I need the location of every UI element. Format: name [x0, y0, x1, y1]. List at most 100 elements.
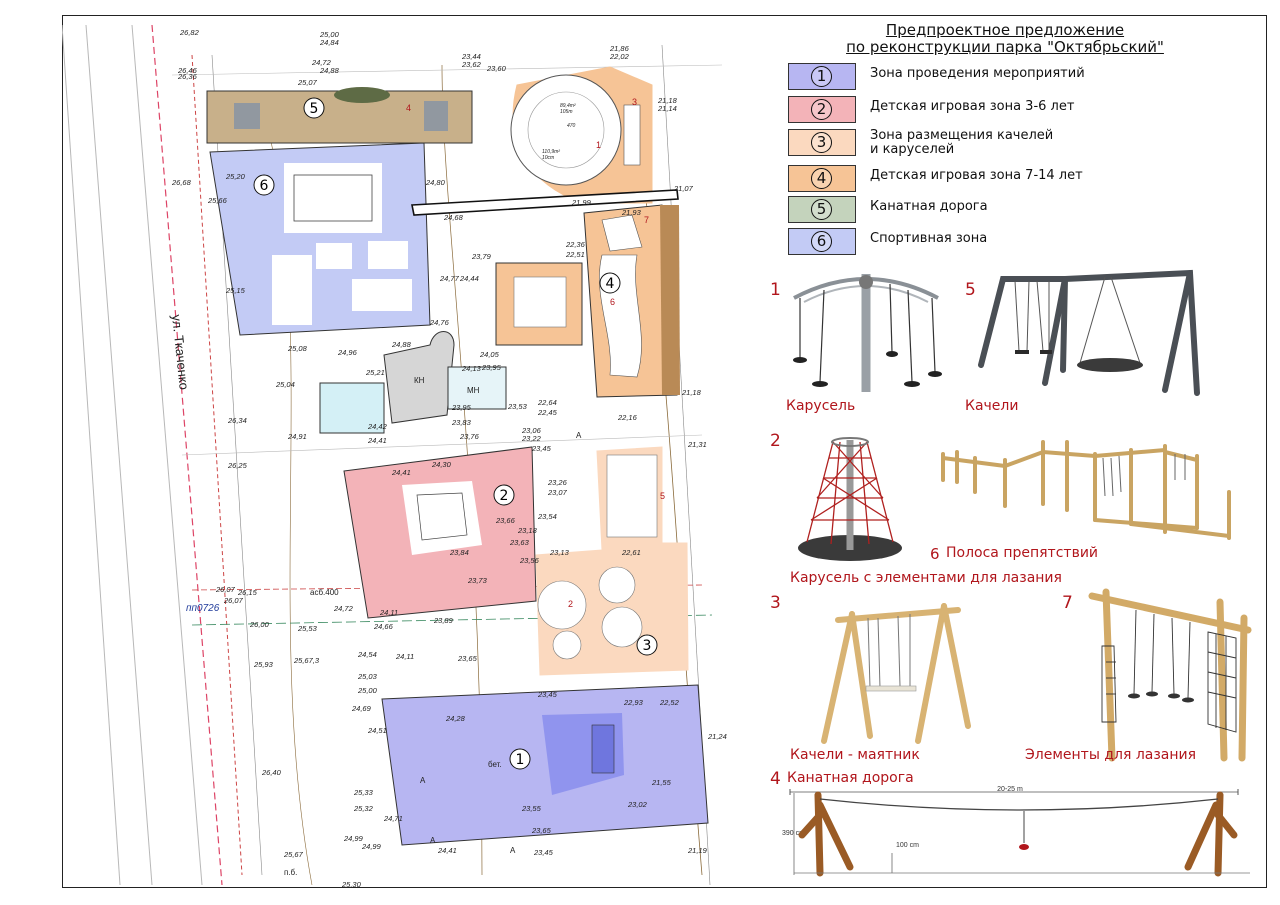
plan-zone-number-4: 4 [606, 276, 615, 292]
legend-item-1: 1 Зона проведения мероприятий [788, 63, 1208, 91]
zipline-illustration: 20-25 m 390 cm 100 cm [782, 786, 1250, 877]
equipment-caption-obstacle-course: Полоса препятствий [946, 545, 1099, 561]
elevation-label: 23,07 [547, 488, 568, 497]
elevation-label: 24,96 [337, 348, 358, 357]
legend-number-4: 4 [811, 168, 832, 189]
elevation-label: 22,93 [623, 698, 644, 707]
elevation-label: 24,30 [431, 460, 452, 469]
legend-item-6: 6 Спортивная зона [788, 228, 1208, 256]
climbing-carousel-illustration [798, 437, 902, 561]
elevation-label: 21,18 [657, 96, 678, 105]
plan-zone-number-3: 3 [643, 638, 652, 654]
elevation-label: 24,11 [395, 652, 414, 661]
legend-item-5: 5 Канатная дорога [788, 196, 1208, 224]
elevation-label: 25,08 [287, 344, 308, 353]
elevation-label: 23,13 [549, 548, 570, 557]
legend-label-4: Детская игровая зона 7-14 лет [870, 168, 1083, 183]
obstacle-course-illustration [941, 440, 1231, 540]
zone-4-round-area [510, 66, 653, 204]
mark-a-4: A [510, 846, 516, 855]
legend-label-1: Зона проведения мероприятий [870, 66, 1085, 81]
elevation-label: 24,72 [333, 604, 354, 613]
elevation-label: 25,00 [357, 686, 378, 695]
elevation-label: 21,24 [707, 732, 727, 741]
elevation-label: 23,65 [531, 826, 552, 835]
equipment-caption-swing: Качели [965, 398, 1019, 414]
elevation-label: 23,22 [521, 434, 542, 443]
elevation-label: 26,36 [177, 72, 198, 81]
elevation-label: 25,67,3 [293, 656, 320, 665]
legend-number-3: 3 [811, 132, 832, 153]
legend-number-1: 1 [811, 66, 832, 87]
building-label-kn-1: КН [414, 376, 425, 385]
zone-5-zipline [206, 87, 473, 144]
plan-zone-number-2: 2 [500, 488, 509, 504]
elevation-label: 23,02 [627, 800, 648, 809]
elevation-label: 25,20 [225, 172, 246, 181]
plan-zone-number-6: 6 [260, 178, 269, 194]
elevation-label: 25,15 [225, 286, 246, 295]
elevation-label: 25,07 [297, 78, 318, 87]
legend-label-5: Канатная дорога [870, 199, 988, 214]
legend-number-2: 2 [811, 99, 832, 120]
mark-a-3: A [430, 836, 436, 845]
equipment-caption-climbing-elements: Элементы для лазания [1025, 747, 1197, 763]
elevation-label: 24,72 [311, 58, 332, 67]
elevation-label: 21,18 [681, 388, 702, 397]
elevation-label: 23,95 [481, 363, 502, 372]
elevation-label: 23,06 [521, 426, 542, 435]
elevation-label: 24,41 [437, 846, 457, 855]
elevation-label: 24,28 [445, 714, 466, 723]
legend-swatch-zone-1: 1 [788, 63, 856, 90]
elevation-label: 26,15 [237, 588, 258, 597]
legend-label-6: Спортивная зона [870, 231, 988, 246]
elevation-label: 23,56 [519, 556, 540, 565]
title-line-2: по реконструкции парка "Октябрьский" [846, 38, 1164, 56]
elevation-label: 21,19 [687, 846, 708, 855]
elevation-label: 26,82 [179, 28, 200, 37]
elevation-label: 24,84 [319, 38, 339, 47]
zone-3-swings [535, 446, 689, 676]
elevation-label: 25,53 [297, 624, 318, 633]
elevation-label: 23,54 [537, 512, 557, 521]
elevation-label: 24,68 [443, 213, 464, 222]
street-name: ул. Ткаченко [169, 314, 192, 391]
legend-number-5: 5 [811, 199, 832, 220]
zone-2-kids-3-6 [343, 446, 537, 619]
equipment-number-5: 5 [965, 280, 976, 300]
swing-illustration [978, 269, 1200, 396]
elevation-label: 25,04 [275, 380, 295, 389]
legend-swatch-zone-4: 4 [788, 165, 856, 192]
elevation-label: 24,44 [459, 274, 479, 283]
carousel-illustration [793, 274, 942, 392]
equipment-caption-pendulum-swing: Качели - маятник [790, 747, 920, 763]
elevation-label: 23,45 [533, 848, 554, 857]
elevation-label: 23,66 [495, 516, 516, 525]
circle-text-3: 470 [567, 123, 576, 129]
legend-swatch-zone-2: 2 [788, 96, 856, 123]
plan-item-number-1: 1 [596, 140, 601, 150]
elevation-label: 24,41 [391, 468, 411, 477]
mark-bet: бет. [488, 760, 502, 769]
equipment-caption-zipline: Канатная дорога [787, 770, 914, 786]
circle-text-4: 110,9m² [542, 149, 560, 155]
legend-swatch-zone-6: 6 [788, 228, 856, 255]
elevation-label: 26,68 [171, 178, 192, 187]
plan-tag: пп0726 [186, 603, 220, 614]
elevation-label: 26,00 [249, 620, 270, 629]
elevation-label: 26,25 [227, 461, 248, 470]
elevation-label: 24,66 [373, 622, 394, 631]
elevation-label: 23,26 [547, 478, 568, 487]
elevation-label: 22,51 [565, 250, 585, 259]
site-plan: ул. Ткаченко пп0726 [62, 24, 727, 888]
elevation-label: 23,45 [537, 690, 558, 699]
elevation-label: 21,86 [609, 44, 630, 53]
elevation-label: 21,07 [673, 184, 694, 193]
elevation-label: 23,84 [449, 548, 469, 557]
legend-label-2: Детская игровая зона 3-6 лет [870, 99, 1075, 114]
elevation-label: 23,79 [471, 252, 492, 261]
zone-1-events [381, 684, 709, 846]
elevation-label: 23,60 [486, 64, 507, 73]
circle-text-2: 105m [560, 109, 573, 115]
